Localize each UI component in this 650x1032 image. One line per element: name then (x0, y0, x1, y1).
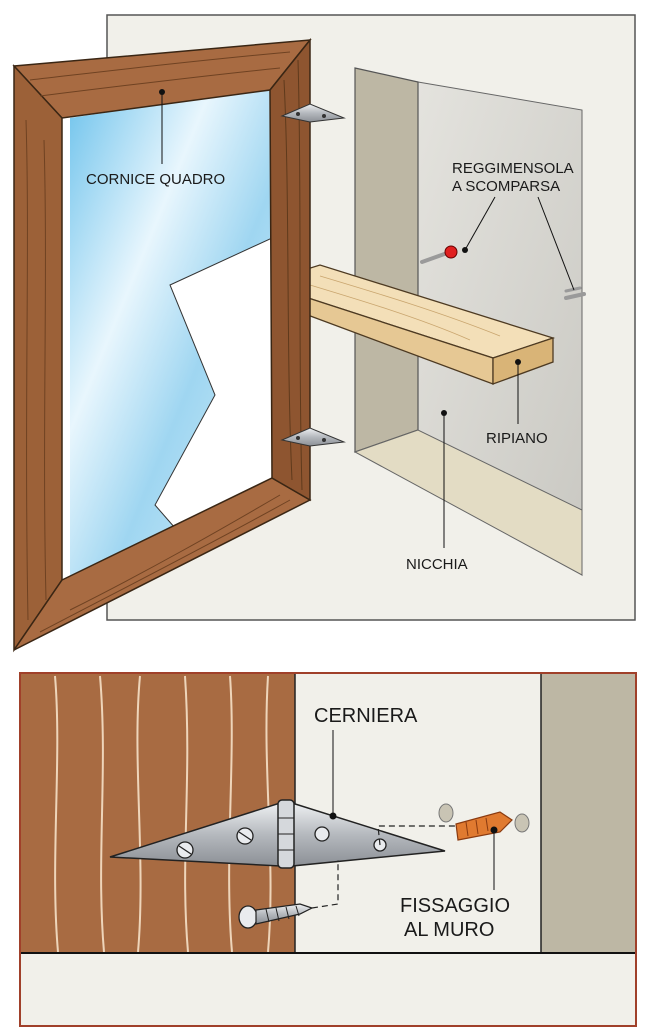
bracket-label-line2: A SCOMPARSA (452, 178, 560, 195)
hinge-large (109, 799, 446, 869)
hinge-label: CERNIERA (314, 705, 418, 727)
hinge-bottom (280, 427, 346, 447)
hinge-top (280, 103, 346, 123)
frame-label: CORNICE QUADRO (86, 171, 225, 188)
picture-frame (12, 37, 312, 653)
fixing-label-line1: FISSAGGIO (400, 895, 510, 917)
label-bracket: REGGIMENSOLA A SCOMPARSA (452, 160, 575, 291)
screw (238, 903, 314, 929)
niche-label: NICCHIA (406, 556, 468, 573)
label-shelf: RIPIANO (486, 359, 548, 447)
shelf-bracket-right (564, 286, 586, 300)
detail-niche-side (541, 674, 635, 953)
wall-plug (438, 803, 530, 841)
label-fixing: FISSAGGIO AL MURO (400, 826, 510, 941)
shelf-bracket-left (420, 245, 458, 264)
hinge-detail: CERNIERA FISSAGGIO AL MURO (19, 672, 637, 1027)
shelf-label: RIPIANO (486, 430, 548, 447)
label-hinge: CERNIERA (314, 705, 418, 820)
bracket-label-line1: REGGIMENSOLA (452, 160, 574, 177)
assembly-line-plug (377, 825, 455, 846)
label-niche: NICCHIA (406, 410, 468, 573)
niche-bottom (353, 429, 583, 576)
fixing-label-line2: AL MURO (404, 919, 494, 941)
top-scene: CORNICE QUADRO REGGIMENSOLA A SCOMPARSA … (12, 14, 636, 653)
shelf (259, 264, 556, 385)
assembly-line-screw (311, 860, 339, 909)
niche-left-side (354, 67, 419, 453)
label-frame: CORNICE QUADRO (86, 89, 225, 188)
